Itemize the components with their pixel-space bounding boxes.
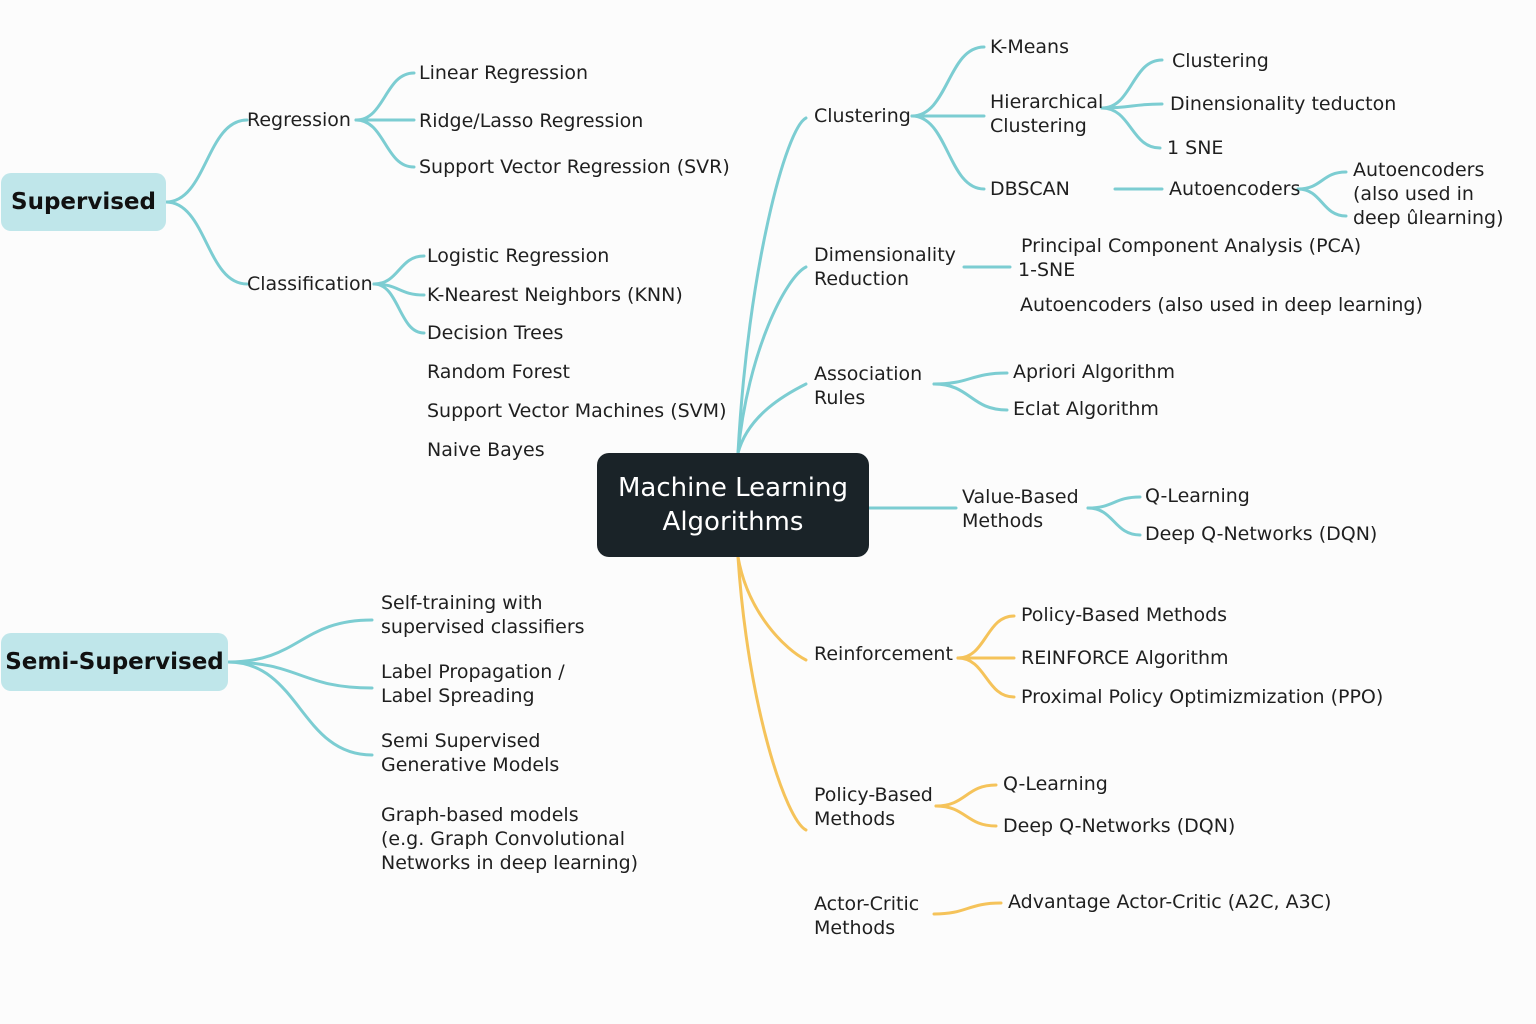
leaf-logistic-regression: Logistic Regression — [427, 245, 610, 267]
leaf-eclat: Eclat Algorithm — [1013, 398, 1159, 420]
leaf-hierarchical-clustering: Hierarchical Clustering — [990, 91, 1104, 137]
leaf-autoencoders-deep: Autoencoders (also used in deep ûlearnin… — [1353, 159, 1504, 229]
edge-reinf-ppo — [956, 656, 1016, 699]
branch-regression: Regression — [247, 109, 351, 131]
leaf-dbscan-autoencoders: Autoencoders — [1169, 178, 1301, 200]
leaf-1-sne-dim: 1-SNE — [1018, 259, 1076, 281]
edge-regression-linear — [354, 71, 416, 122]
leaf-q-learning-policy: Q-Learning — [1003, 773, 1108, 795]
leaf-svr: Support Vector Regression (SVR) — [419, 156, 730, 178]
leaf-semi-supervised-generative: Semi Supervised Generative Models — [381, 730, 560, 776]
edge-semi-label-propagation — [226, 660, 374, 690]
branch-clustering: Clustering — [814, 105, 911, 127]
leaf-ridge-lasso-regression: Ridge/Lasso Regression — [419, 110, 644, 132]
edge-clustering-dbscan — [910, 114, 986, 191]
edge-autoencoders-deep-bottom — [1296, 187, 1348, 218]
leaf-self-training: Self-training with supervised classifier… — [381, 592, 585, 638]
leaf-dqn-value: Deep Q-Networks (DQN) — [1145, 523, 1378, 545]
leaf-reinforce: REINFORCE Algorithm — [1021, 647, 1229, 669]
leaf-policy-based-methods: Policy-Based Methods — [1021, 604, 1228, 626]
branch-reinforcement: Reinforcement — [814, 643, 953, 665]
category-supervised: Supervised — [1, 173, 166, 231]
leaf-autoencoders-dim: Autoencoders (also used in deep learning… — [1020, 294, 1423, 316]
leaf-graph-based-models: Graph-based models (e.g. Graph Convoluti… — [381, 804, 639, 874]
root-node: Machine Learning Algorithms — [597, 453, 869, 557]
edge-supervised-regression — [164, 118, 249, 204]
edge-hier-1sne — [1100, 106, 1162, 150]
leaf-apriori: Apriori Algorithm — [1013, 361, 1175, 383]
leaf-q-learning-value: Q-Learning — [1145, 485, 1250, 507]
leaf-pca: Principal Component Analysis (PCA) — [1021, 235, 1362, 257]
leaf-1-sne: 1 SNE — [1167, 137, 1224, 159]
edge-semi-self-training — [226, 618, 374, 664]
branch-association-rules: Association Rules — [814, 363, 923, 409]
edge-semi-generative — [226, 660, 374, 757]
leaf-dbscan: DBSCAN — [990, 178, 1070, 200]
edge-actor-a2c — [932, 901, 1003, 916]
branch-policy-based: Policy-Based Methods — [814, 784, 933, 830]
edge-root-policy-based — [736, 555, 808, 832]
edge-regression-svr — [354, 118, 416, 169]
edge-autoencoders-deep-top — [1296, 170, 1348, 191]
leaf-dinensionality-teducton: Dinensionality teducton — [1170, 93, 1397, 115]
edge-hier-clustering — [1100, 58, 1164, 110]
leaf-ppo: Proximal Policy Optimizmization (PPO) — [1021, 686, 1384, 708]
edge-classification-trees — [372, 282, 426, 335]
edge-root-clustering — [736, 116, 808, 455]
edge-root-dimensionality — [736, 265, 808, 455]
branch-dimensionality-reduction: Dimensionality Reduction — [814, 244, 956, 290]
leaf-svm: Support Vector Machines (SVM) — [427, 400, 727, 422]
edge-reinf-policy — [956, 614, 1016, 660]
leaf-k-means: K-Means — [990, 36, 1069, 58]
edge-policy-dqn — [934, 804, 998, 828]
edge-assoc-eclat — [932, 382, 1009, 412]
leaf-dqn-policy: Deep Q-Networks (DQN) — [1003, 815, 1236, 837]
edge-assoc-apriori — [932, 371, 1009, 386]
branch-classification: Classification — [247, 273, 373, 295]
leaf-label-propagation: Label Propagation / Label Spreading — [381, 661, 565, 707]
edge-value-qlearning — [1086, 495, 1142, 510]
branch-actor-critic: Actor-Critic Methods — [814, 893, 920, 939]
edge-value-dqn — [1086, 506, 1142, 537]
leaf-a2c-a3c: Advantage Actor-Critic (A2C, A3C) — [1008, 891, 1332, 913]
edge-supervised-classification — [164, 200, 249, 286]
branch-value-based: Value-Based Methods — [962, 486, 1079, 532]
edge-clustering-kmeans — [910, 45, 986, 118]
leaf-linear-regression: Linear Regression — [419, 62, 589, 84]
leaf-knn: K-Nearest Neighbors (KNN) — [427, 284, 683, 306]
edge-classification-logistic — [372, 254, 426, 286]
edge-policy-qlearning — [934, 783, 998, 808]
edge-root-association — [736, 382, 808, 455]
edge-root-reinforcement — [736, 555, 808, 662]
leaf-naive-bayes: Naive Bayes — [427, 439, 545, 461]
category-semi-supervised: Semi-Supervised — [1, 633, 228, 691]
leaf-decision-trees: Decision Trees — [427, 322, 564, 344]
leaf-random-forest: Random Forest — [427, 361, 571, 383]
leaf-hier-clustering: Clustering — [1172, 50, 1269, 72]
